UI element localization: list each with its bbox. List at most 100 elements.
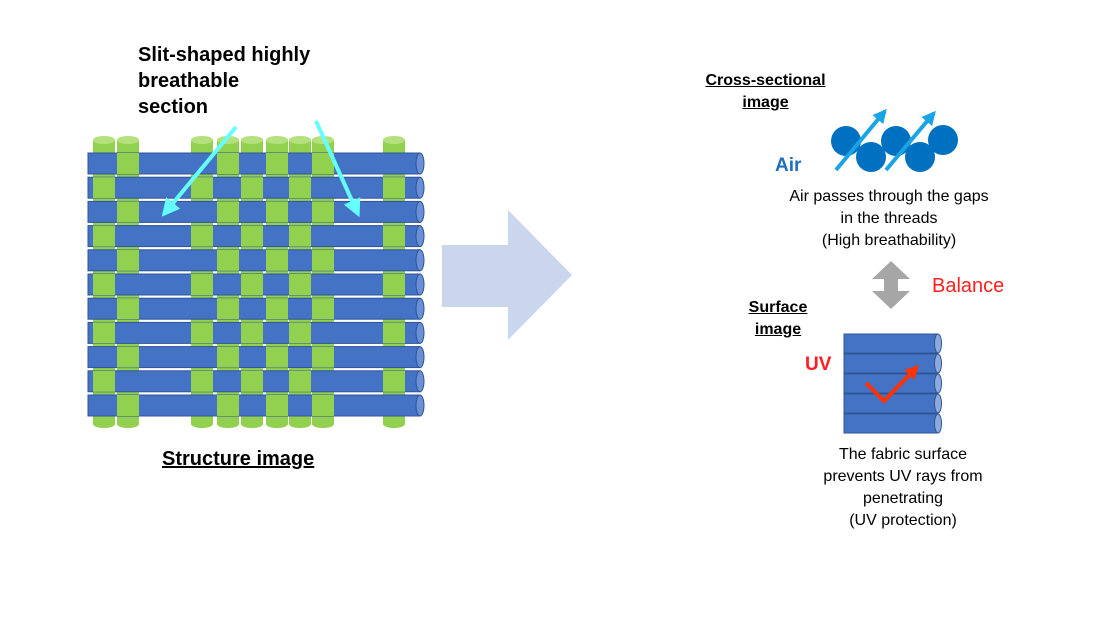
uv-label: UV <box>805 354 832 375</box>
warp-over-weft <box>117 201 139 223</box>
warp-over-weft <box>383 177 405 199</box>
warp-over-weft <box>312 395 334 416</box>
warp-thread-end <box>383 136 405 144</box>
weft-thread-end <box>415 370 425 393</box>
warp-over-weft <box>289 322 311 344</box>
warp-thread-end <box>312 420 334 428</box>
air-description-line: in the threads <box>840 210 938 227</box>
warp-over-weft <box>383 370 405 392</box>
warp-over-weft <box>289 177 311 199</box>
warp-over-weft <box>93 274 115 295</box>
warp-over-weft <box>217 346 239 368</box>
warp-over-weft <box>117 298 139 320</box>
warp-thread-end <box>117 136 139 144</box>
warp-over-weft <box>266 249 288 271</box>
slit-pointer-arrow-right <box>314 120 361 218</box>
air-description: Air passes through the gaps in the threa… <box>762 186 1016 252</box>
warp-over-weft <box>241 177 263 199</box>
weft-thread-end <box>415 200 425 223</box>
warp-over-weft <box>266 395 288 416</box>
warp-over-weft <box>117 153 139 174</box>
warp-over-weft <box>93 225 115 247</box>
cross-section-threads <box>831 125 958 172</box>
surface-threads-illustration <box>843 333 942 434</box>
slit-section-title: Slit-shaped highly breathable section <box>138 42 310 120</box>
warp-over-weft <box>117 395 139 416</box>
warp-thread-end <box>93 136 115 144</box>
warp-over-weft <box>117 346 139 368</box>
warp-over-weft <box>312 201 334 223</box>
warp-over-weft <box>312 249 334 271</box>
warp-over-weft <box>191 274 213 295</box>
warp-thread-end <box>191 136 213 144</box>
balance-double-arrow <box>872 261 910 309</box>
uv-description-line: prevents UV rays from <box>823 468 983 485</box>
warp-over-weft <box>93 322 115 344</box>
warp-over-weft <box>312 346 334 368</box>
warp-over-weft <box>312 153 334 174</box>
air-label: Air <box>775 155 802 176</box>
weft-thread-end <box>415 273 425 296</box>
uv-description-line: penetrating <box>862 490 944 507</box>
surface-thread <box>843 413 939 434</box>
surface-thread-end <box>934 333 942 354</box>
weft-thread-end <box>415 297 425 320</box>
warp-thread-end <box>93 420 115 428</box>
structure-image-caption: Structure image <box>162 448 315 470</box>
warp-over-weft <box>289 274 311 295</box>
warp-over-weft <box>241 274 263 295</box>
warp-over-weft <box>383 274 405 295</box>
warp-over-weft <box>217 153 239 174</box>
surface-thread-end <box>934 413 942 434</box>
warp-over-weft <box>191 322 213 344</box>
air-description-line: Air passes through the gaps <box>789 188 989 205</box>
slit-title-line: section <box>138 96 209 118</box>
warp-over-weft <box>266 201 288 223</box>
warp-over-weft <box>266 153 288 174</box>
warp-over-weft <box>93 370 115 392</box>
warp-over-weft <box>383 225 405 247</box>
warp-thread-end <box>383 420 405 428</box>
surface-thread <box>843 333 939 354</box>
warp-over-weft <box>217 201 239 223</box>
warp-over-weft <box>217 249 239 271</box>
weft-thread-end <box>415 346 425 369</box>
warp-over-weft <box>266 298 288 320</box>
warp-over-weft <box>241 370 263 392</box>
warp-over-weft <box>93 177 115 199</box>
warp-over-weft <box>266 346 288 368</box>
weft-thread-end <box>415 321 425 344</box>
warp-over-weft <box>312 298 334 320</box>
weft-thread-end <box>415 225 425 248</box>
warp-thread-end <box>241 420 263 428</box>
weft-thread-end <box>415 152 425 175</box>
warp-over-weft <box>289 225 311 247</box>
warp-thread-end <box>241 136 263 144</box>
uv-description-line: The fabric surface <box>838 446 968 463</box>
warp-thread-end <box>289 420 311 428</box>
warp-thread-end <box>266 420 288 428</box>
warp-thread-end <box>191 420 213 428</box>
warp-over-weft <box>191 225 213 247</box>
transition-arrow <box>442 210 572 340</box>
warp-over-weft <box>289 370 311 392</box>
uv-description-line: (UV protection) <box>849 512 957 529</box>
surface-thread <box>843 393 939 414</box>
air-description-line: (High breathability) <box>821 232 957 249</box>
slit-title-line: breathable <box>138 70 240 92</box>
warp-over-weft <box>241 225 263 247</box>
warp-over-weft <box>191 370 213 392</box>
uv-reflect-arrow <box>864 364 919 404</box>
surface-thread <box>843 353 939 374</box>
warp-over-weft <box>191 177 213 199</box>
weft-thread-end <box>415 249 425 272</box>
surface-thread-end <box>934 393 942 414</box>
air-flow-arrow-2 <box>884 110 936 172</box>
weft-thread-end <box>415 394 425 417</box>
surface-thread <box>843 373 939 394</box>
slit-pointer-arrow-left <box>161 125 238 217</box>
cross-sectional-title: Cross-sectional image <box>705 72 826 111</box>
warp-over-weft <box>217 395 239 416</box>
warp-over-weft <box>241 322 263 344</box>
